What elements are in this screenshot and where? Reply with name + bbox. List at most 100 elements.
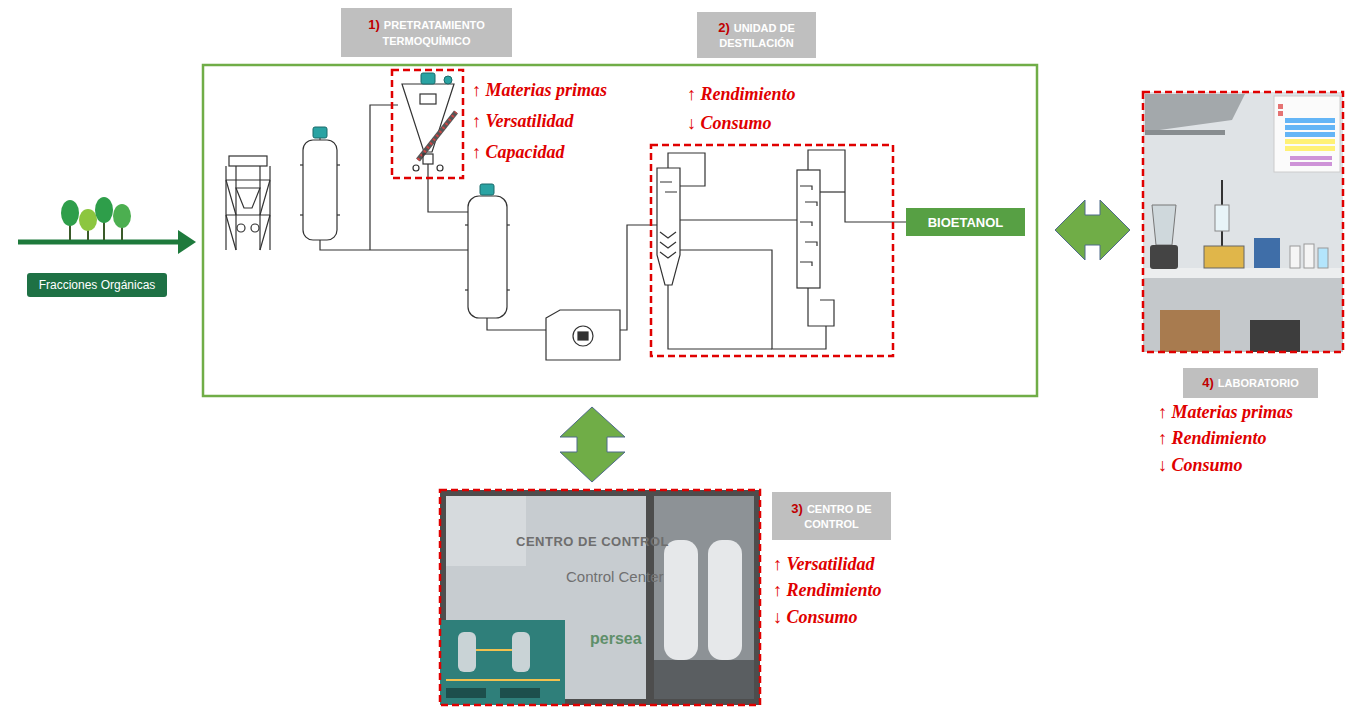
callout-number: 4) [1202, 375, 1214, 390]
control-center-photo [500, 688, 540, 698]
plant-frame [203, 65, 1037, 396]
laboratory-photo [1145, 130, 1225, 135]
control-center-photo [654, 660, 754, 699]
flowsheet [808, 150, 906, 222]
flowsheet [668, 285, 772, 349]
laboratory-photo [1304, 244, 1314, 268]
flowsheet [660, 182, 677, 192]
laboratory-photo [1285, 118, 1335, 137]
laboratory-photo [1285, 139, 1335, 144]
laboratory-photo [1318, 248, 1328, 268]
highlight-box [392, 70, 893, 356]
benefit-text: ↑ Materias primas [1158, 402, 1293, 424]
laboratory-photo [1150, 245, 1178, 269]
flowsheet [418, 112, 456, 160]
section-label: 1)PRETRATAMIENTO TERMOQUÍMICO [341, 8, 512, 57]
flowsheet [320, 240, 468, 250]
flowsheet [235, 166, 236, 250]
node-label: CENTRO DE CONTROL [804, 503, 871, 531]
control-center-photo [440, 620, 565, 705]
flowsheet [465, 224, 468, 225]
control-center-photo [440, 490, 760, 705]
laboratory-photo [1285, 139, 1335, 151]
benefit-text: ↑ Rendimiento [687, 84, 796, 106]
photo-sign-text: Control Center [566, 568, 664, 585]
laboratory-photo [1290, 162, 1332, 166]
flowsheet [229, 156, 267, 166]
biomass-arrow [18, 197, 196, 254]
flowsheet [468, 196, 507, 318]
node-text-wrap: BIOETANOL [928, 215, 1004, 230]
flowsheet [797, 170, 820, 288]
product-box: BIOETANOL [906, 208, 1025, 236]
laboratory-photo [1290, 156, 1332, 160]
laboratory-photo [1250, 320, 1300, 352]
callout-number: 3) [791, 501, 803, 516]
benefit-text: ↑ Capacidad [472, 142, 565, 164]
control-center-photo [440, 490, 760, 705]
section-label: 4)LABORATORIO [1183, 368, 1318, 398]
double-arrow [560, 407, 625, 482]
laboratory-photo [1290, 156, 1332, 166]
benefit-text: ↓ Consumo [773, 607, 858, 629]
node-text-wrap: Fracciones Orgánicas [39, 278, 156, 292]
biomass-arrow [61, 200, 79, 226]
flowsheet [507, 224, 510, 225]
flowsheet [226, 84, 906, 360]
photo-sign-text: CENTRO DE CONTROL [516, 534, 669, 549]
laboratory-photo [1215, 205, 1229, 231]
motor-icons [480, 184, 494, 195]
flowsheet [507, 289, 510, 290]
node-label: BIOETANOL [928, 215, 1004, 230]
laboratory-photo [1285, 125, 1335, 130]
flowsheet [418, 112, 456, 160]
flowsheet [300, 164, 303, 165]
flowsheet [423, 154, 433, 164]
benefit-text: ↑ Rendimiento [1158, 428, 1267, 450]
flowsheet [236, 188, 260, 208]
laboratory-photo [1290, 246, 1300, 268]
laboratory-photo [1285, 132, 1335, 137]
flowsheet [437, 165, 443, 171]
control-center-photo [458, 632, 476, 672]
motor-icons [444, 76, 452, 84]
laboratory-photo [1143, 92, 1343, 352]
control-center-photo [440, 490, 760, 705]
benefit-text: ↑ Versatilidad [472, 111, 574, 133]
section-label: 3)CENTRO DE CONTROL [772, 492, 891, 540]
benefit-text: ↑ Materias primas [472, 80, 607, 102]
flowsheet [413, 165, 419, 171]
flowsheet [337, 164, 340, 165]
flowsheet [225, 166, 226, 250]
flowsheet [300, 214, 303, 215]
control-center-photo [654, 496, 754, 699]
biomass-arrow [178, 230, 196, 254]
laboratory-photo [1145, 94, 1245, 132]
node-text-wrap: 4)LABORATORIO [1202, 374, 1298, 392]
flowsheet [420, 94, 436, 104]
flowsheet [251, 224, 259, 232]
laboratory-photo [1285, 146, 1335, 151]
motor-icons [313, 127, 327, 138]
highlight-box [392, 70, 463, 178]
flowsheet [573, 326, 593, 346]
callout-number: 1) [368, 17, 380, 32]
flowsheet [303, 140, 337, 240]
laboratory-photo [1143, 268, 1343, 278]
double-arrow [1055, 200, 1130, 260]
laboratory-photo [1204, 246, 1244, 268]
laboratory-photo [1143, 92, 1343, 352]
flowsheet [226, 180, 270, 250]
flowsheet [237, 224, 245, 232]
flowsheet [487, 318, 546, 330]
laboratory-photo [1143, 92, 1343, 352]
control-center-photo [446, 496, 526, 566]
node-text-wrap: 3)CENTRO DE CONTROL [778, 500, 885, 532]
flowsheet [820, 191, 845, 192]
flowsheet [680, 219, 797, 220]
laboratory-photo [1278, 104, 1283, 109]
laboratory-photo [1160, 310, 1220, 352]
control-center-photo [512, 632, 530, 672]
